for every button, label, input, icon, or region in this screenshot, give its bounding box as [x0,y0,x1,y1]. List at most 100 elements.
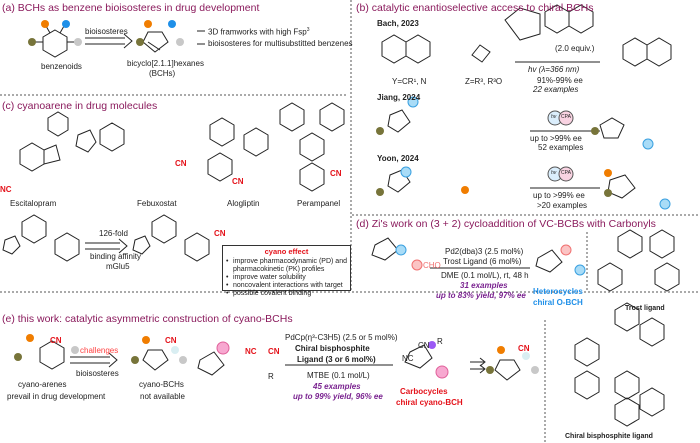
challenge-arrow [70,352,118,368]
cn-label: CN [214,229,226,238]
pyrimidine-h [21,214,47,244]
cyano-arenes-label: cyano-arenes [18,380,67,389]
yoon-ee: up to >99% ee [533,191,585,200]
yoon-examples: >20 examples [537,201,588,210]
bch-label: bicyclo[2.1.1]hexanes [127,59,204,68]
zi-examples: 31 examples [460,281,508,290]
catalyst-badges [547,110,574,182]
bisphosphite-ligand [614,302,640,332]
fold-arrow [85,238,128,254]
this-work-yield: up to 99% yield, 96% ee [293,392,383,401]
cn-label: CN [518,344,530,353]
cyano-arene [39,340,65,370]
derived-bch [494,359,521,381]
section-d-title: (d) Zi's work on (3 + 2) cycloaddition o… [356,218,656,230]
target-label: mGlu5 [106,262,130,271]
cn-product-label: CN [418,341,430,350]
bioisosteres-label: bioisosteres [85,27,128,36]
zi-product-2: chiral O-BCH [533,298,583,307]
bisphosphite-ligand-label: Chiral bisphosphite ligand [565,433,653,440]
drug-name: Perampanel [297,199,341,208]
fold-label: 126-fold [99,229,128,238]
bioisostere-arrow [85,33,133,49]
section-b-title: (b) catalytic enantioselective access to… [356,2,594,14]
quinoxalinone-ring [381,34,407,64]
cn-label: CN [268,347,280,356]
bach-ee: 91%-99% ee [537,76,583,85]
trost-ligand [617,229,643,259]
bullet-arrows [197,30,205,45]
zi-product-1: Heterocycles [533,287,583,296]
pyrimidine-cn [151,214,177,244]
cn-label: CN [175,159,187,168]
this-work-cond-1: PdCp(η³-C3H5) (2.5 or 5 mol%) [285,333,398,342]
chiral-cyano-bch-label: chiral cyano-BCH [396,398,463,407]
yoon-author: Yoon, 2024 [377,154,419,163]
cyano-effect-item: noncovalent interactions with target [226,282,350,290]
bach-z-label: Z=R³, R³O [465,77,503,86]
trost-ligand-label: Trost ligand [625,305,665,312]
bach-author: Bach, 2023 [377,19,419,28]
cyano-bch [142,349,169,371]
aldehyde-label: CHO [423,261,441,270]
yoon-bcb [387,169,411,193]
catalyst-scaffold [504,7,541,41]
drug-name: Febuxostat [137,199,177,208]
r-product-label: R [437,337,443,346]
cyano-effect-item: improve water solubility [226,274,350,282]
drug-name: Alogliptin [227,199,260,208]
vc-bcb [371,237,399,261]
jiang-author: Jiang, 2024 [377,93,421,102]
febuxostat [99,122,125,152]
section-c-title: (c) cyanoarene in drug molecules [2,100,158,112]
escitalopram [19,142,45,172]
bach-conditions: hv (λ=366 nm) [528,65,580,74]
cn-label: CN [165,336,177,345]
vc-bcb-e [197,351,225,376]
cyano-effect-title: cyano effect [264,247,309,256]
jiang-examples: 52 examples [538,143,584,152]
jiang-bcb [387,109,411,133]
bach-examples: 22 examples [533,85,579,94]
challenges-label: challenges [80,346,119,355]
cpa-badge: CPA [561,114,571,120]
cyano-effect-item: improve pharmacodynamic (PD) and pharmac… [226,258,350,274]
nc-label: NC [245,347,257,356]
cpa-badge: CPA [561,170,571,176]
hv-badge: hv [551,114,557,120]
carbocycle-product [404,344,433,369]
alogliptin [209,117,235,147]
benzene-ring [42,29,68,58]
drug-name: Escitalopram [10,199,57,208]
r-label: R [268,372,274,381]
this-work-cond-2: Chiral bisphosphite [295,344,370,353]
bach-y-label: Y=CR¹, N [392,77,427,86]
this-work-examples: 45 examples [313,382,361,391]
perampanel [299,132,325,162]
substituent-circles [14,20,671,379]
cn-label: NC [0,185,12,194]
o-bch-product [535,249,563,273]
section-e-title: (e) this work: catalytic asymmetric cons… [2,313,293,325]
carbocycles-label: Carbocycles [400,387,448,396]
not-available-label: not available [140,392,185,401]
cyano-effect-list: improve pharmacodynamic (PD) and pharmac… [223,258,350,299]
this-work-cond-4: MTBE (0.1 mol/L) [307,371,370,380]
cn-label: CN [50,336,62,345]
cyano-bchs-label: cyano-BCHs [139,380,184,389]
this-work-cond-3: Ligand (3 or 6 mol%) [297,355,376,364]
bch-core [142,31,169,53]
cyano-effect-box: cyano effect improve pharmacodynamic (PD… [222,245,351,299]
cn-label: CN [232,177,244,186]
bcb-reagent [471,44,491,63]
bioisosteres-e-label: bioisosteres [76,369,119,378]
section-a-title: (a) BCHs as benzene bioisosteres in drug… [2,2,260,14]
benzenoids-label: benzenoids [41,62,82,71]
bch-abbrev: (BCHs) [149,69,176,78]
nc-product-label: NC [402,354,414,363]
bach-equiv: (2.0 equiv.) [555,44,595,53]
cyano-effect-item: possible covalent binding [226,290,350,298]
zi-cond-2: Trost Ligand (6 mol%) [443,257,522,266]
